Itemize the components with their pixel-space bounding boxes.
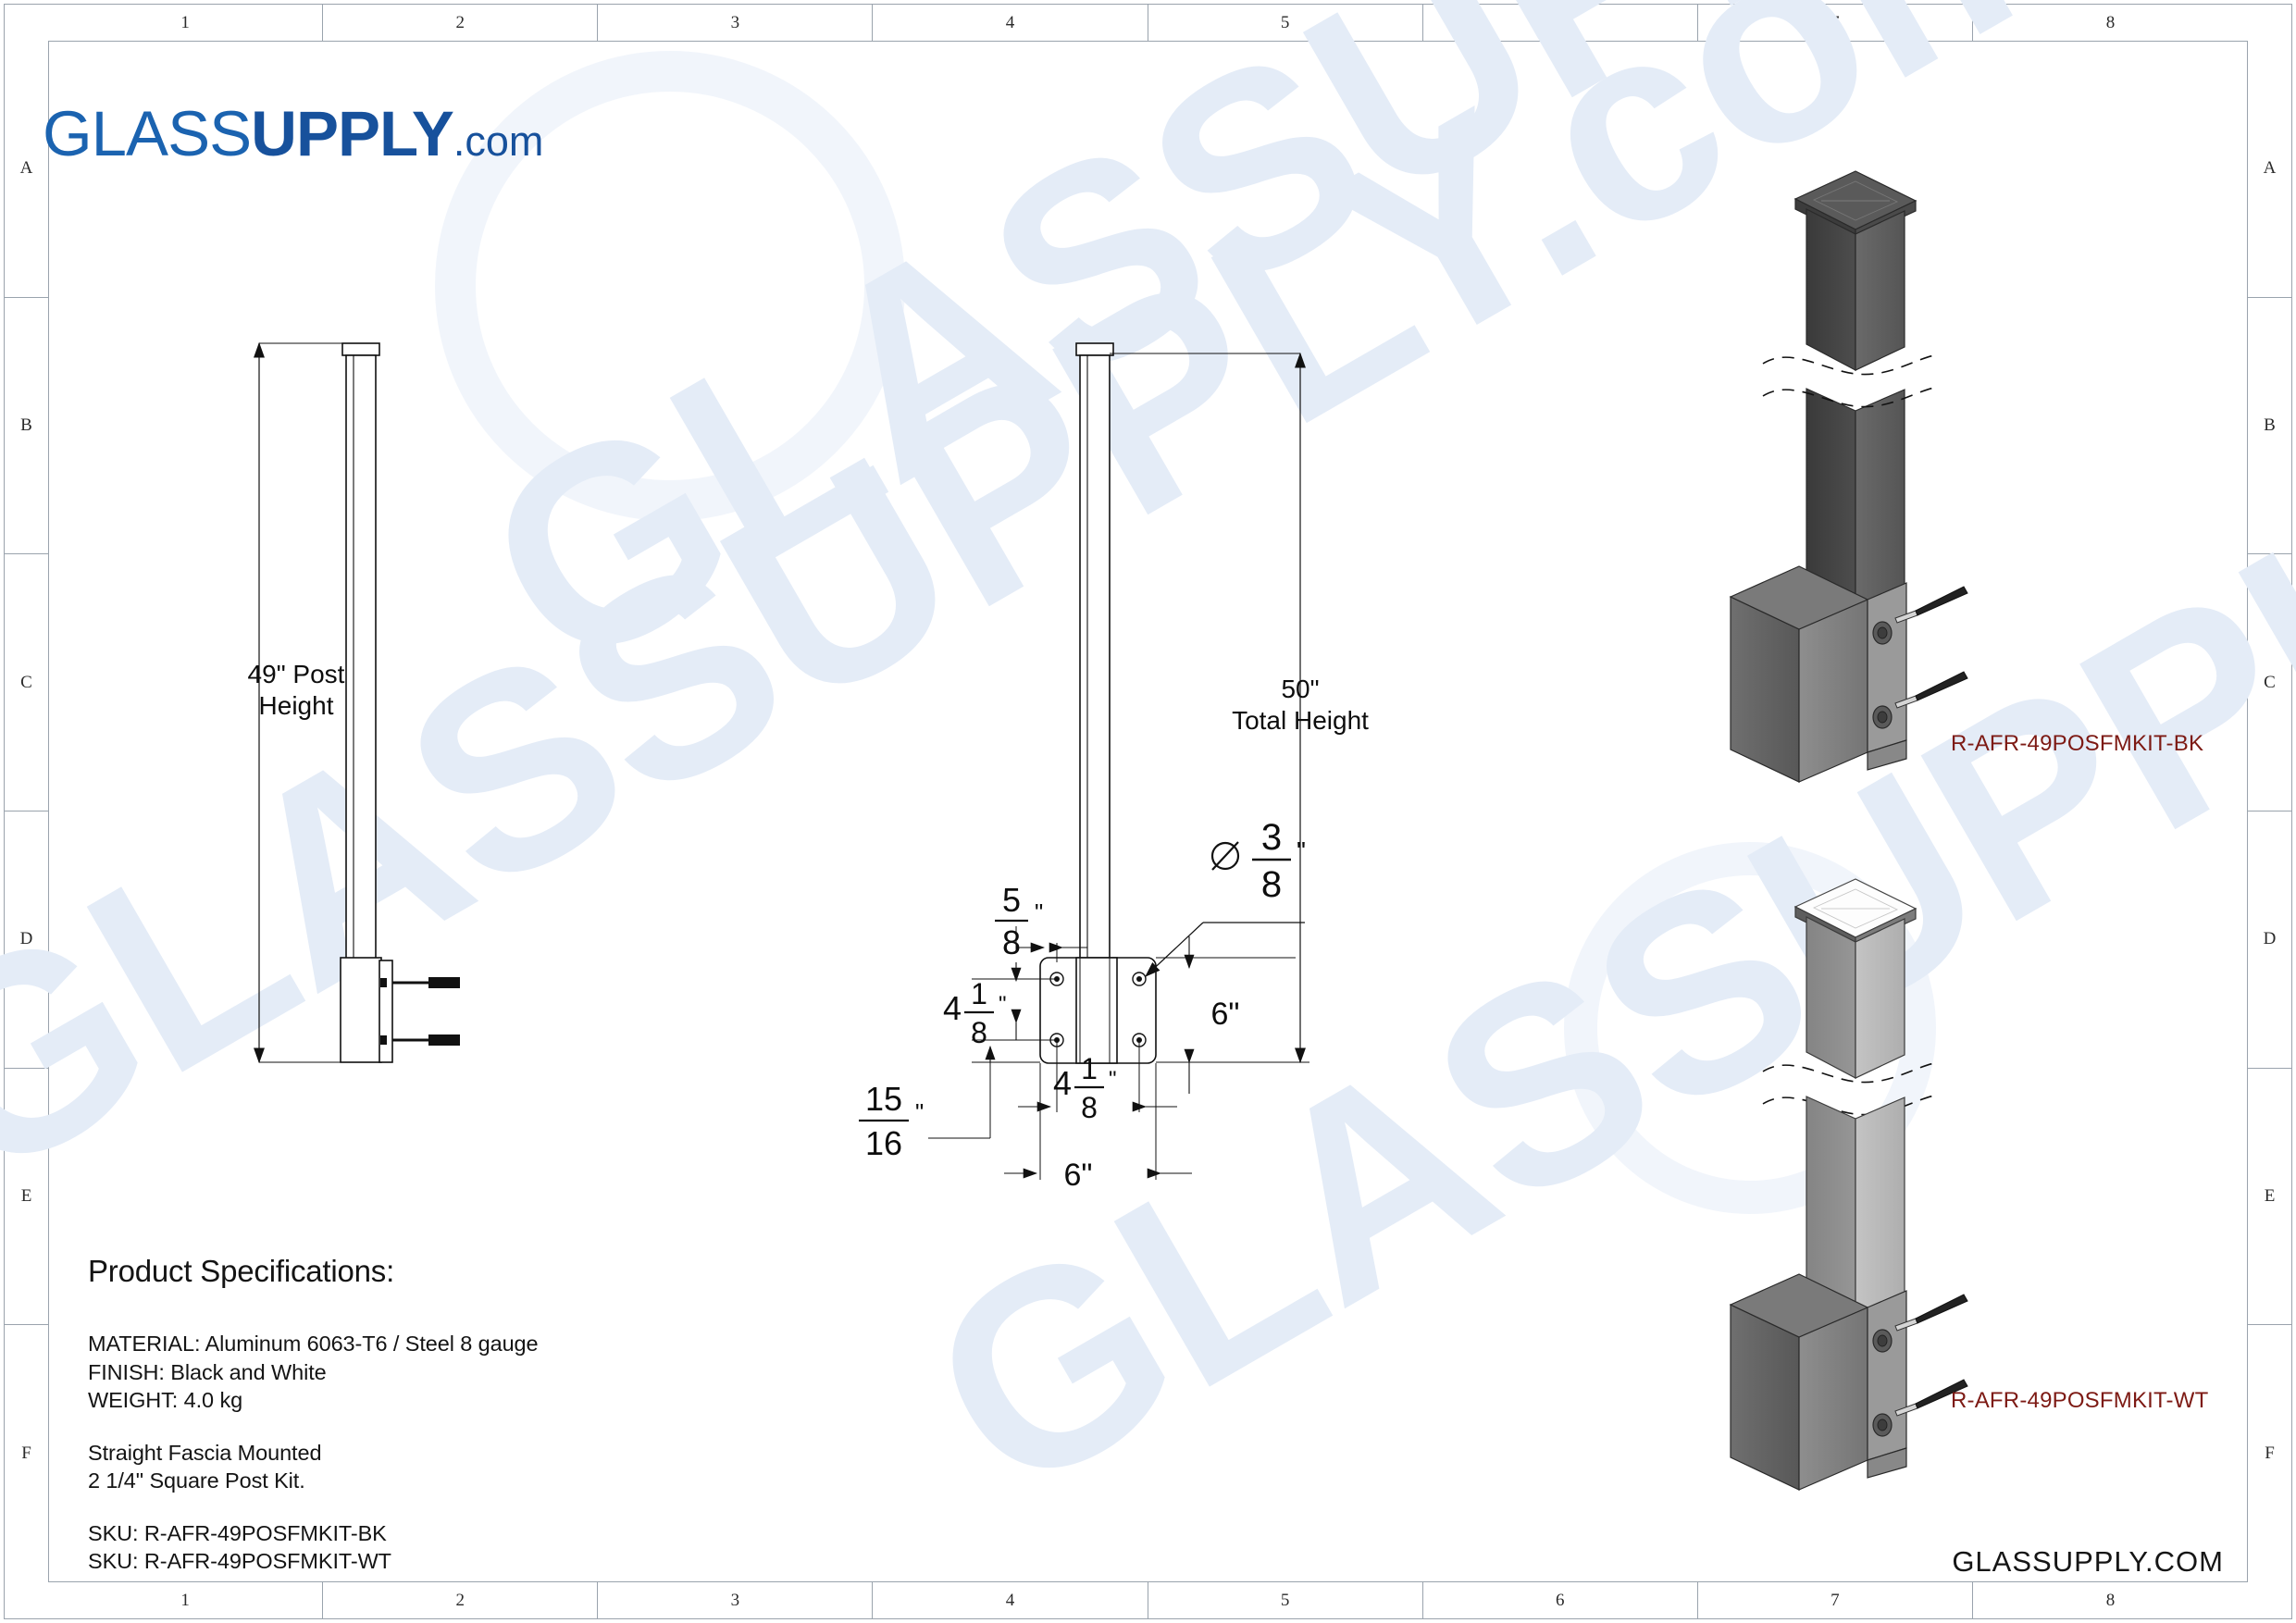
left-view-height-label: 49" Post Height <box>194 659 398 722</box>
ruler-mark-row-B: B <box>2248 298 2291 555</box>
ruler-mark-col-7: 7 <box>1698 5 1973 41</box>
ruler-mark-col-6: 6 <box>1423 1582 1698 1618</box>
dim-15-16-numerator: 15 <box>865 1080 902 1118</box>
logo-bold-text: UPPLY <box>251 98 454 169</box>
dim-15-16-denominator: 16 <box>865 1124 902 1162</box>
center-view-height-line2: Total Height <box>1232 706 1369 736</box>
dimension-hole-diameter: 3 8 " <box>1210 817 1306 905</box>
specs-weight: WEIGHT: 4.0 kg <box>88 1388 243 1413</box>
ruler-mark-col-6: 6 <box>1423 5 1698 41</box>
logo-light-text: GLASS <box>43 98 252 169</box>
sheet-frame-outer <box>4 4 2292 1619</box>
ruler-mark-row-B: B <box>5 298 48 555</box>
dim-5-8-numerator: 5 <box>1002 881 1021 919</box>
left-elevation-view <box>254 341 460 1064</box>
ruler-mark-col-1: 1 <box>48 1582 324 1618</box>
dim-3-8-unit: " <box>1297 836 1306 865</box>
dim-3-8-denominator: 8 <box>1261 864 1282 905</box>
ruler-mark-row-E: E <box>5 1069 48 1326</box>
dim-4-1-8h-whole: 4 <box>1053 1064 1072 1102</box>
left-view-height-line2: Height <box>258 691 334 721</box>
specs-spacer <box>88 1495 539 1519</box>
specs-finish: FINISH: Black and White <box>88 1359 327 1384</box>
sku-callout-white: R-AFR-49POSFMKIT-WT <box>1951 1388 2209 1413</box>
ruler-mark-col-7: 7 <box>1698 1582 1973 1618</box>
dimension-plate-width: 6" <box>1064 1158 1093 1193</box>
dim-5-8-unit: " <box>1035 898 1043 926</box>
specs-spacer <box>88 1415 539 1439</box>
ruler-mark-row-C: C <box>2248 554 2291 812</box>
company-logo: GLASSUPPLY.com <box>43 102 543 166</box>
dim-4-1-8v-denominator: 8 <box>971 1016 987 1049</box>
specs-description-line2: 2 1/4" Square Post Kit. <box>88 1468 305 1493</box>
ruler-mark-row-F: F <box>2265 1443 2275 1464</box>
dimension-bracket-bottom-offset: 15 16 " <box>859 1080 924 1162</box>
dim-4-1-8h-unit: " <box>1109 1067 1117 1092</box>
ruler-mark-row-A: A <box>5 41 48 298</box>
ruler-mark-row-F: F <box>21 1443 31 1464</box>
specs-description-line1: Straight Fascia Mounted <box>88 1440 322 1465</box>
dimension-bolt-spacing-vertical: 4 1 8 " <box>943 977 1007 1049</box>
ruler-mark-row-E: E <box>2248 1069 2291 1326</box>
ruler-mark-col-2: 2 <box>323 5 599 41</box>
ruler-mark-col-5: 5 <box>1148 5 1423 41</box>
product-specifications-block: Product Specifications: MATERIAL: Alumin… <box>88 1254 539 1576</box>
dimension-bolt-spacing-horizontal: 4 1 8 " <box>1053 1052 1117 1124</box>
ruler-mark-col-4: 4 <box>873 5 1148 41</box>
ruler-mark-col-8: 8 <box>2105 1590 2116 1610</box>
specs-title: Product Specifications: <box>88 1254 395 1288</box>
specs-sku-white: SKU: R-AFR-49POSFMKIT-WT <box>88 1549 391 1574</box>
dim-4-1-8v-unit: " <box>999 992 1007 1017</box>
dim-5-8-denominator: 8 <box>1002 923 1021 961</box>
specs-sku-black: SKU: R-AFR-49POSFMKIT-BK <box>88 1520 387 1545</box>
center-view-height-line1: 50" <box>1281 675 1320 703</box>
specs-material: MATERIAL: Aluminum 6063-T6 / Steel 8 gau… <box>88 1332 539 1356</box>
isometric-view-black <box>1729 170 1968 783</box>
dim-4-1-8v-whole: 4 <box>943 989 962 1027</box>
ruler-mark-col-5: 5 <box>1148 1582 1423 1618</box>
dim-4-1-8h-numerator: 1 <box>1081 1052 1098 1085</box>
ruler-mark-col-3: 3 <box>598 1582 874 1618</box>
diameter-symbol-icon <box>1210 841 1240 871</box>
ruler-mark-row-D: D <box>5 812 48 1069</box>
dim-15-16-unit: " <box>915 1098 924 1126</box>
ruler-mark-row-A: A <box>2248 41 2291 298</box>
left-view-height-line1: 49" Post <box>247 660 345 688</box>
ruler-mark-col-1: 1 <box>48 5 324 41</box>
ruler-mark-row-C: C <box>5 554 48 812</box>
ruler-mark-col-3: 3 <box>598 5 874 41</box>
footer-brand: GLASSUPPLY.COM <box>1952 1545 2224 1578</box>
dim-3-8-numerator: 3 <box>1261 817 1282 858</box>
dim-4-1-8v-numerator: 1 <box>971 977 987 1010</box>
center-view-height-label: 50" Total Height <box>1194 674 1407 737</box>
ruler-mark-col-2: 2 <box>323 1582 599 1618</box>
isometric-view-white <box>1729 878 1968 1491</box>
dimension-offset-top: 5 8 " <box>995 881 1043 961</box>
dimension-plate-height: 6" <box>1211 997 1240 1032</box>
center-elevation-view <box>928 342 1309 1180</box>
ruler-mark-row-D: D <box>2248 812 2291 1069</box>
sku-callout-black: R-AFR-49POSFMKIT-BK <box>1951 731 2204 756</box>
ruler-mark-col-8: 8 <box>2105 12 2116 32</box>
ruler-mark-col-4: 4 <box>873 1582 1148 1618</box>
dim-4-1-8h-denominator: 8 <box>1081 1091 1098 1124</box>
